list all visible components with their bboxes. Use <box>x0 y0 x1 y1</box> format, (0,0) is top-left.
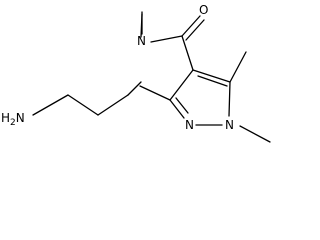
amide-nitrogen-label: N <box>137 34 146 48</box>
bond-n2-c3ring-inner <box>175 97 189 114</box>
bond-c5-n1 <box>228 81 231 117</box>
structure-canvas: O N N N H2N <box>1 3 271 143</box>
chemical-structure-diagram: O N N N H2N <box>1 3 271 143</box>
bond-carbonyl-oxygen-a <box>181 15 201 37</box>
bond-carbonyl-c4 <box>181 35 194 71</box>
bond-c2-c3 <box>97 94 129 116</box>
amine-h-subscript: 2 <box>10 118 16 128</box>
amine-label: H2N <box>1 111 25 128</box>
bond-namide-carbonyl <box>150 35 183 43</box>
amine-n-label: N <box>16 111 25 125</box>
bond-c4-c5 <box>192 69 231 83</box>
amine-h-label: H <box>1 111 10 125</box>
bonds <box>32 11 271 143</box>
pyrazole-n1-label: N <box>225 118 234 132</box>
bond-carbonyl-oxygen-b <box>185 19 205 41</box>
bond-n2-c3ring <box>169 99 185 119</box>
bond-c3-namide <box>127 81 142 96</box>
pyrazole-n2-label: N <box>185 118 194 132</box>
bond-c3ring-methyl <box>139 85 171 101</box>
bond-nh2-c1 <box>32 94 69 116</box>
bond-c1-c2 <box>67 94 99 116</box>
atom-labels: O N N N H2N <box>1 3 234 132</box>
bond-n1-methyl <box>239 125 271 143</box>
bond-c4-c5-inner <box>197 75 228 87</box>
bond-c5-methyl <box>229 51 247 83</box>
bond-c3ring-c4 <box>169 69 194 101</box>
carbonyl-oxygen-label: O <box>199 3 208 17</box>
